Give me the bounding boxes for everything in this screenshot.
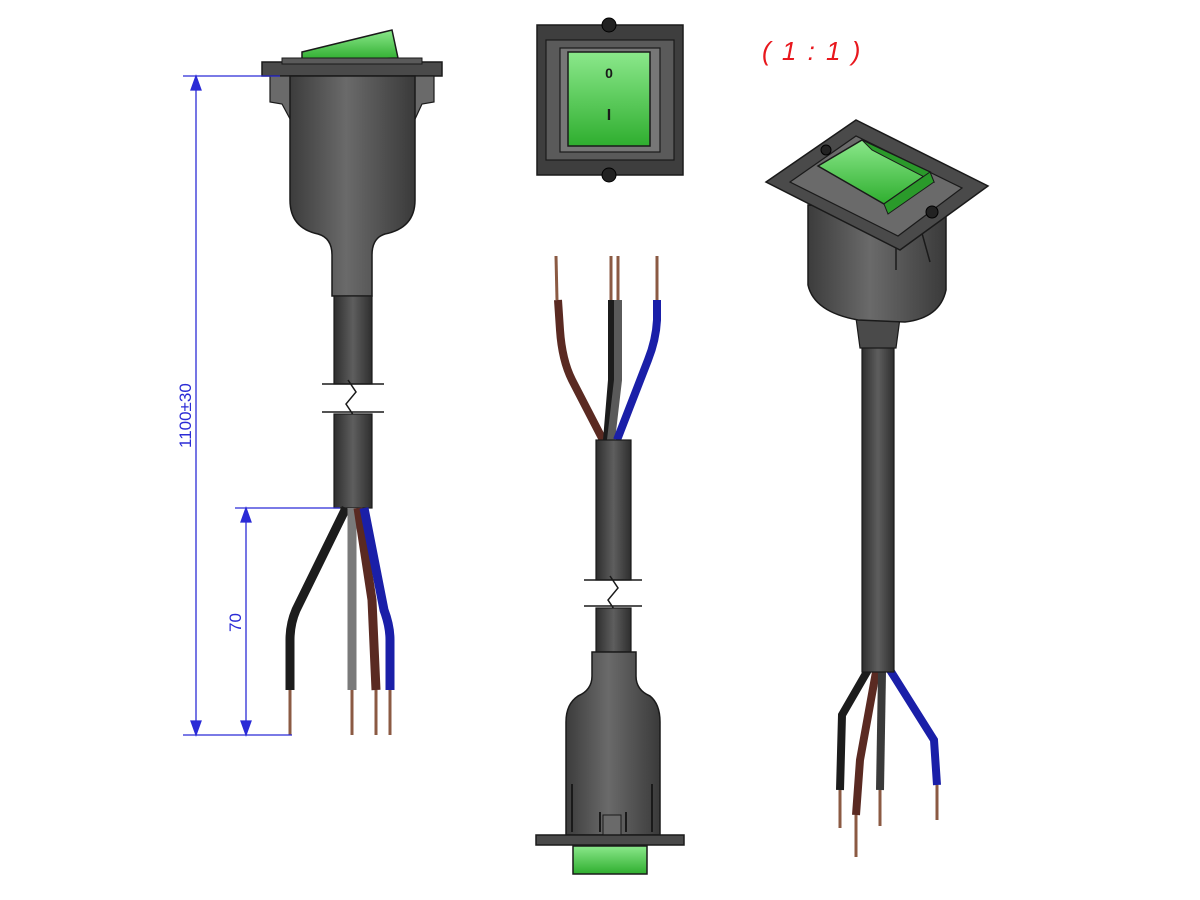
wire-black-rear <box>603 300 616 441</box>
wire-blue-side <box>359 507 395 690</box>
rocker-off-symbol: 0 <box>605 65 613 81</box>
cable-neck-iso <box>855 317 901 349</box>
cable-break-rear <box>584 575 642 613</box>
rear-view <box>535 255 685 875</box>
copper-tips-iso <box>838 785 939 857</box>
dimension-lines <box>183 74 340 737</box>
wire-brown-iso <box>852 671 880 816</box>
cable-lower-rear <box>595 607 632 653</box>
side-view <box>261 29 443 735</box>
wire-grey-iso <box>876 671 886 791</box>
wire-brown-rear <box>554 299 607 442</box>
bezel-rear <box>535 834 685 846</box>
rocker-on-symbol: I <box>607 107 611 124</box>
copper-tips-rear <box>554 255 659 301</box>
cable-break-side <box>322 379 384 417</box>
rocker-side <box>301 29 399 61</box>
front-screw-top <box>601 17 617 33</box>
wire-grey-rear <box>607 300 622 441</box>
iso-screw-right <box>925 205 939 219</box>
wire-black-side <box>285 506 351 690</box>
cable-iso <box>861 339 895 673</box>
iso-screw-top <box>820 144 832 156</box>
front-screw-bottom <box>601 167 617 183</box>
isometric-view <box>764 119 990 857</box>
wire-black-iso <box>836 667 872 791</box>
wire-blue-iso <box>886 667 941 786</box>
scale-label: ( 1 : 1 ) <box>762 36 862 66</box>
rocker-rear <box>572 845 648 875</box>
wire-brown-side <box>353 507 381 691</box>
cable-lower-side <box>333 413 373 509</box>
wire-blue-rear <box>613 300 661 442</box>
copper-tips-side <box>288 690 392 735</box>
housing-rear <box>565 651 661 836</box>
cable-upper-side <box>333 295 373 385</box>
front-view: 0 I <box>536 17 684 183</box>
front-rocker <box>567 51 651 147</box>
cable-upper-rear <box>595 439 632 581</box>
dimension-total-length: 1100±30 <box>176 383 195 448</box>
dimension-strip-length: 70 <box>226 613 245 632</box>
housing-side <box>289 75 416 297</box>
rear-clips <box>571 784 653 832</box>
